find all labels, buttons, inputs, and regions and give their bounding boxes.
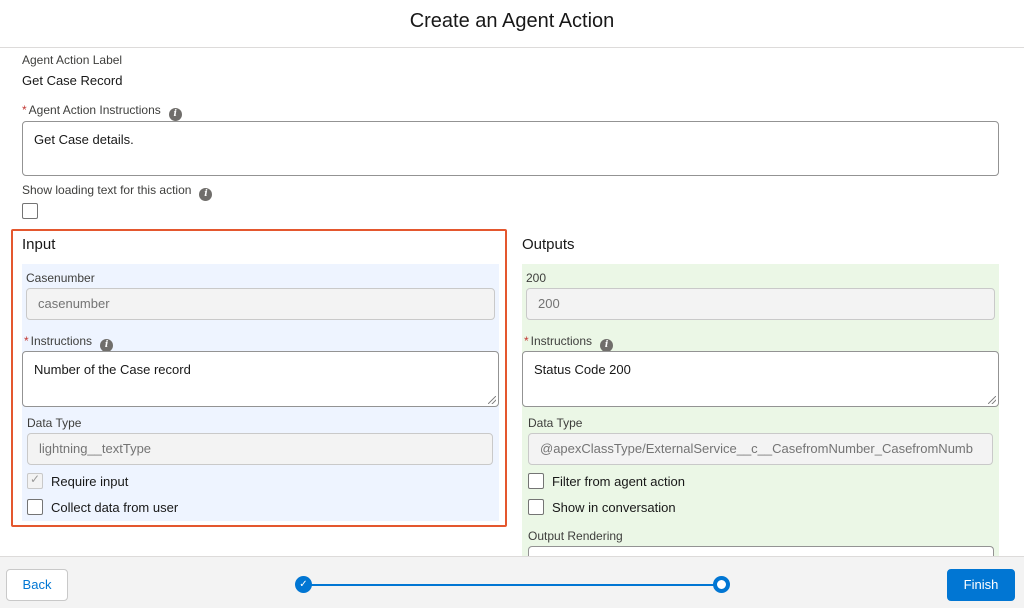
input-section-title: Input: [22, 236, 56, 253]
resize-grip-icon[interactable]: [488, 396, 496, 404]
agent-action-instructions-textarea[interactable]: Get Case details.: [22, 121, 999, 176]
back-button[interactable]: Back: [6, 569, 68, 601]
progress-track: [310, 584, 716, 586]
output-data-type-label: Data Type: [528, 416, 583, 430]
output-field-name[interactable]: 200: [526, 288, 995, 320]
outputs-section-title: Outputs: [522, 236, 575, 253]
show-in-conversation-checkbox[interactable]: [528, 499, 544, 515]
agent-action-label-label: Agent Action Label: [22, 53, 123, 67]
input-data-type-field[interactable]: lightning__textType: [27, 433, 493, 465]
output-instructions-label-text: Instructions: [530, 334, 593, 348]
step-complete-check-icon[interactable]: ✓: [295, 576, 312, 593]
modal-footer: Back ✓ Finish: [0, 556, 1024, 608]
output-instructions-textarea[interactable]: Status Code 200: [522, 351, 999, 407]
filter-from-agent-checkbox[interactable]: [528, 473, 544, 489]
output-field-label: 200: [526, 271, 547, 285]
info-icon[interactable]: i: [168, 108, 182, 121]
input-highlight-box: [11, 229, 507, 527]
info-icon[interactable]: i: [100, 339, 114, 352]
modal-header: Create an Agent Action: [0, 0, 1024, 48]
output-rendering-select[interactable]: [528, 546, 994, 558]
loading-text-label: Show loading text for this action i: [22, 183, 213, 201]
finish-button[interactable]: Finish: [947, 569, 1015, 601]
resize-grip-icon[interactable]: [988, 396, 996, 404]
filter-from-agent-label: Filter from agent action: [552, 474, 685, 489]
output-data-type-field[interactable]: @apexClassType/ExternalService__c__Casef…: [528, 433, 993, 465]
loading-text-label-text: Show loading text for this action: [22, 183, 192, 197]
agent-action-instructions-label: *Agent Action Instructions i: [22, 103, 182, 121]
collect-data-label: Collect data from user: [51, 500, 179, 515]
required-marker: *: [22, 103, 27, 117]
require-input-label: Require input: [51, 474, 129, 489]
input-instructions-label: *Instructions i: [24, 334, 114, 352]
agent-action-instructions-value: Get Case details.: [34, 132, 134, 147]
step-current-indicator[interactable]: [713, 576, 730, 593]
loading-text-checkbox[interactable]: [22, 203, 38, 219]
show-in-conversation-label: Show in conversation: [552, 500, 676, 515]
output-instructions-label: *Instructions i: [524, 334, 614, 352]
input-instructions-textarea[interactable]: Number of the Case record: [22, 351, 499, 407]
input-field-label: Casenumber: [26, 271, 95, 285]
input-instructions-value: Number of the Case record: [34, 362, 191, 377]
modal-title: Create an Agent Action: [409, 10, 615, 32]
agent-action-label-value: Get Case Record: [22, 73, 123, 88]
output-rendering-label: Output Rendering: [528, 529, 623, 543]
agent-action-instructions-label-text: Agent Action Instructions: [28, 103, 161, 117]
collect-data-checkbox[interactable]: [27, 499, 43, 515]
required-marker: *: [24, 334, 29, 348]
output-instructions-value: Status Code 200: [534, 362, 631, 377]
info-icon[interactable]: i: [600, 339, 614, 352]
input-instructions-label-text: Instructions: [30, 334, 93, 348]
require-input-checkbox[interactable]: [27, 472, 43, 489]
info-icon[interactable]: i: [199, 188, 213, 201]
input-field-name[interactable]: casenumber: [26, 288, 495, 320]
required-marker: *: [524, 334, 529, 348]
input-data-type-label: Data Type: [27, 416, 82, 430]
